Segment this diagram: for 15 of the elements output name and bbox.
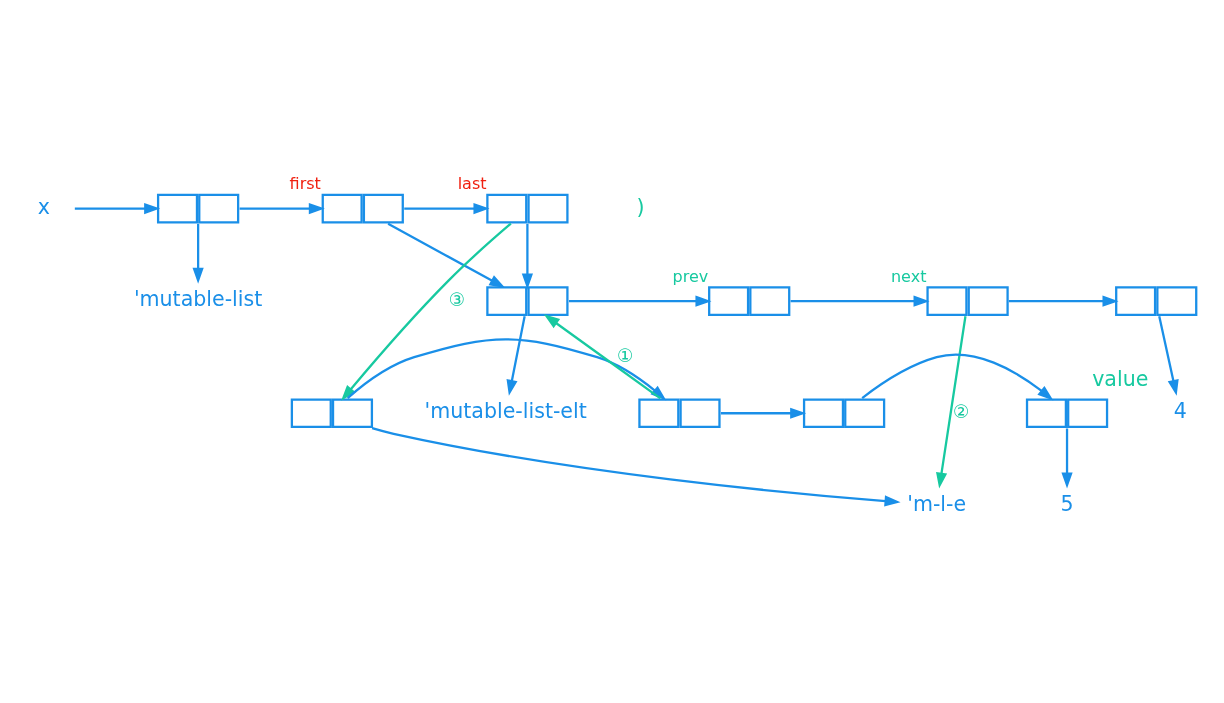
node-text: 4 — [1173, 399, 1187, 424]
edge-label: ③ — [448, 288, 466, 310]
edge-label: ② — [953, 400, 970, 422]
node-text: 5 — [1060, 491, 1074, 516]
node-label: last — [457, 174, 487, 194]
node-text: 'mutable-list — [133, 287, 263, 312]
node-label: next — [890, 266, 927, 286]
edge-label: ① — [616, 344, 634, 366]
label: ) — [636, 194, 645, 219]
node-text: x — [37, 194, 50, 219]
node-label: prev — [672, 266, 709, 286]
node-label: first — [289, 174, 321, 194]
node-text: 'mutable-list-elt — [424, 399, 587, 424]
node-label: value — [1092, 367, 1149, 392]
node-text: 'm-l-e — [907, 491, 967, 516]
